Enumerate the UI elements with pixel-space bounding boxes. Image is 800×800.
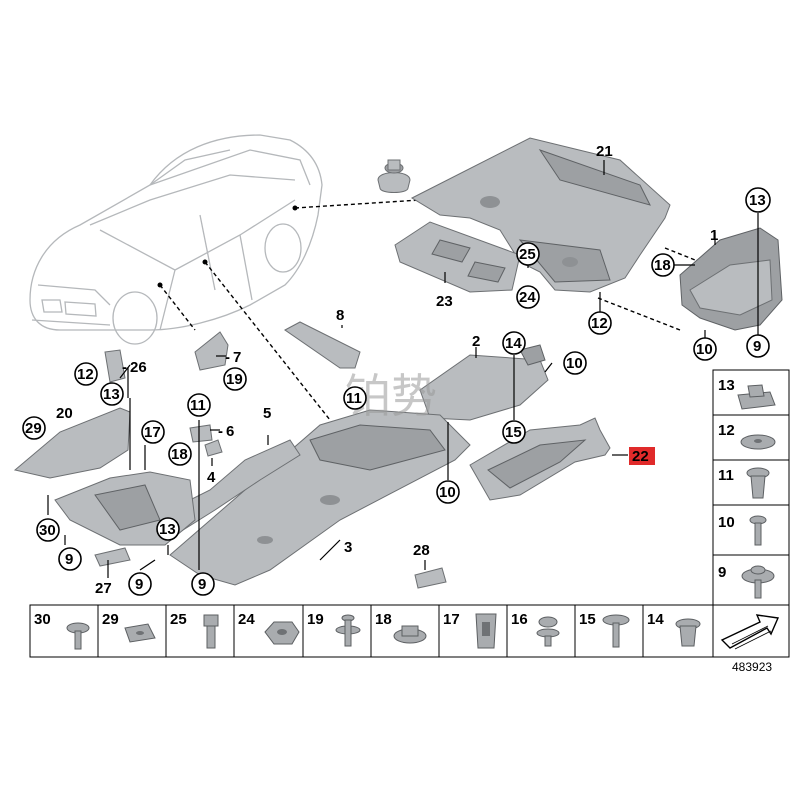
callout-22-highlight — [629, 447, 655, 465]
part-26-clip — [104, 349, 126, 383]
callout-13-lower: 13 — [159, 521, 176, 538]
legend-bottom-label-10: 14 — [647, 611, 664, 628]
callout-13-right: 13 — [749, 192, 766, 209]
callout-20: 20 — [56, 405, 73, 422]
legend-right-label-4: 10 — [718, 514, 735, 531]
flange-nut-icon — [393, 625, 427, 644]
screw-with-washer-icon — [335, 614, 361, 647]
flange-screw-icon — [66, 622, 90, 650]
speed-nut-icon — [124, 623, 156, 643]
screw-icon — [749, 515, 767, 546]
part-2-heat-shield — [419, 344, 549, 421]
part-20-rear-panel — [13, 407, 131, 479]
legend-bottom-label-4: 24 — [238, 611, 255, 628]
callout-4: 4 — [207, 469, 216, 486]
callout-26: 26 — [130, 359, 147, 376]
callout-10-right: 10 — [696, 341, 713, 358]
fastener-legend-bottom-row: 30 29 25 24 19 18 1 — [29, 604, 790, 658]
callout-23: 23 — [436, 293, 453, 310]
callout-12-left: 12 — [77, 366, 94, 383]
callout-27: 27 — [95, 580, 112, 597]
expansion-nut-icon — [675, 618, 701, 647]
part-23-bracket — [394, 221, 521, 293]
legend-bottom-label-5: 19 — [307, 611, 324, 628]
callout-12-upper: 12 — [591, 315, 608, 332]
washer-icon — [740, 434, 776, 450]
callout-10-middle: 10 — [566, 355, 583, 372]
callout-18-left: 18 — [171, 446, 188, 463]
legend-bottom-label-3: 25 — [170, 611, 187, 628]
part-7-bracket — [194, 331, 229, 371]
callout-30-diagram: 30 — [39, 522, 56, 539]
callout-9-lower: 9 — [198, 576, 206, 593]
callout-9-lower-left: 9 — [135, 576, 143, 593]
callout-7: 7 — [233, 349, 241, 366]
svg-text:-: - — [218, 423, 223, 440]
callout-labels: 21 23 25 24 12 1 13 18 10 9 8 2 14 10 15… — [22, 143, 771, 597]
callout-21: 21 — [596, 143, 613, 160]
legend-bottom-label-8: 16 — [511, 611, 528, 628]
nut-clip-icon — [737, 384, 776, 410]
expansion-rivet-icon — [746, 467, 770, 499]
part-21-engine-underbody-shield — [410, 137, 671, 293]
callout-28: 28 — [413, 542, 430, 559]
fastener-legend-right-column: 13 12 11 10 9 — [712, 369, 790, 606]
legend-right-label-1: 13 — [718, 377, 735, 394]
part-4-small-bracket — [204, 439, 223, 457]
panel-screw-icon — [602, 614, 630, 648]
push-rivet-icon — [536, 616, 560, 647]
callout-24: 24 — [519, 289, 536, 306]
callout-11-left: 11 — [190, 397, 206, 414]
callout-8: 8 — [336, 307, 344, 324]
callout-29-diagram: 29 — [25, 420, 42, 437]
legend-right-label-2: 12 — [718, 422, 735, 439]
car-leader-lines — [157, 199, 701, 421]
callout-11-middle: 11 — [346, 390, 362, 407]
legend-bottom-label-6: 18 — [375, 611, 392, 628]
callout-9-left: 9 — [65, 551, 73, 568]
part-3-main-underbody-panel — [169, 409, 471, 586]
legend-bottom-label-1: 30 — [34, 611, 51, 628]
part-30-lower-panel — [54, 471, 196, 546]
callout-3: 3 — [344, 539, 352, 556]
callout-22: 22 — [632, 448, 649, 465]
callout-14-upper: 14 — [505, 335, 522, 352]
hex-nut-icon — [264, 621, 300, 645]
callout-10-lower: 10 — [439, 484, 456, 501]
car-outline-drawing — [29, 134, 323, 345]
callout-13-left: 13 — [103, 386, 120, 403]
part-28-pad — [414, 567, 447, 589]
part-8-strut — [284, 321, 361, 369]
callout-25: 25 — [519, 246, 536, 263]
flange-screw-icon — [741, 565, 775, 599]
svg-text:-: - — [122, 359, 127, 376]
callout-leader-lines — [47, 160, 759, 578]
callout-6: 6 — [226, 423, 234, 440]
svg-text:-: - — [225, 349, 230, 366]
part-27-pad — [94, 547, 131, 567]
bolt-icon — [203, 614, 219, 649]
callout-19: 19 — [226, 371, 243, 388]
callout-2: 2 — [472, 333, 480, 350]
diagram-reference-number: 483923 — [732, 660, 772, 674]
callout-9-right: 9 — [753, 338, 761, 355]
legend-bottom-label-2: 29 — [102, 611, 119, 628]
callout-1: 1 — [710, 227, 718, 244]
callout-15-upper: 15 — [505, 424, 522, 441]
legend-bottom-label-9: 15 — [579, 611, 596, 628]
clip-nut-icon — [475, 613, 497, 649]
callout-5: 5 — [263, 405, 271, 422]
callout-18-right: 18 — [654, 257, 671, 274]
legend-right-label-5: 9 — [718, 564, 726, 581]
part-1-wheel-arch-cover — [679, 227, 783, 331]
legend-bottom-label-7: 17 — [443, 611, 460, 628]
part-22-rear-underbody-panel — [469, 417, 611, 501]
callout-17-diagram: 17 — [144, 424, 161, 441]
direction-arrow-icon — [720, 614, 780, 650]
part-6-small-bracket — [189, 424, 213, 443]
legend-right-label-3: 11 — [718, 467, 734, 484]
rubber-mount — [377, 159, 411, 193]
